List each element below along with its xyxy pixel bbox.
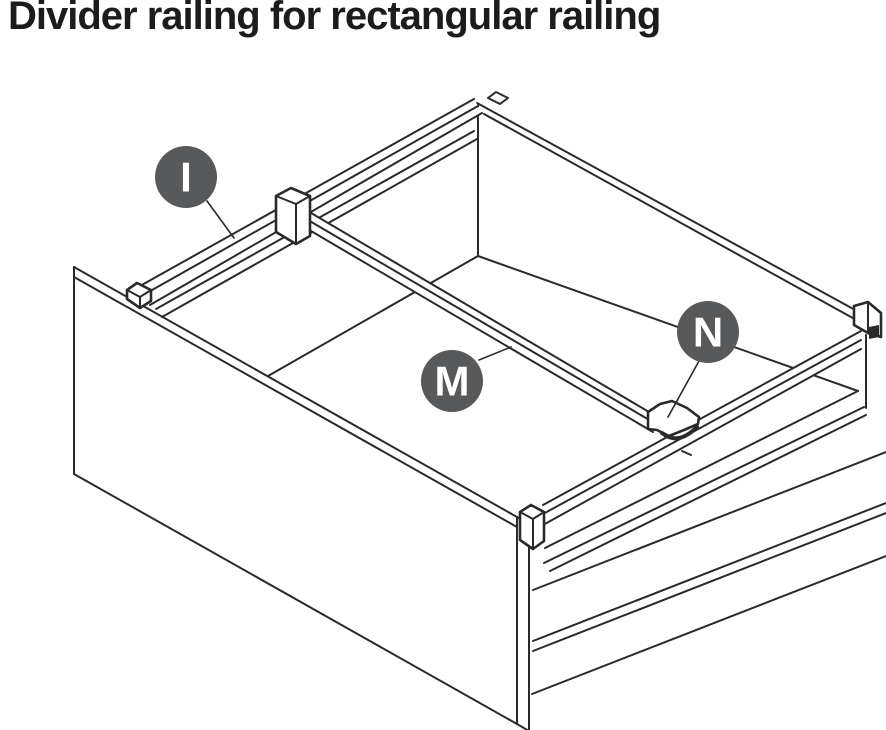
label-badge-N bbox=[677, 301, 739, 363]
drawer-bottom bbox=[267, 255, 859, 549]
divider-rail-connector bbox=[646, 399, 701, 441]
callout-N: N bbox=[667, 301, 739, 418]
back-rail-holder-tab bbox=[487, 91, 509, 105]
labels-layer: I M N bbox=[155, 146, 739, 418]
label-letter-N: N bbox=[693, 309, 723, 356]
divider-rail bbox=[305, 209, 654, 433]
drawer-back-wall bbox=[476, 91, 861, 392]
page-title: Divider railing for rectangular railing bbox=[8, 0, 661, 38]
label-letter-M: M bbox=[435, 358, 470, 405]
back-right-corner bbox=[852, 300, 883, 409]
side-rail-right bbox=[542, 330, 862, 526]
callout-M: M bbox=[421, 346, 512, 412]
callout-I: I bbox=[155, 146, 235, 239]
label-badge-M bbox=[421, 350, 483, 412]
railing-front-holder-right bbox=[518, 503, 546, 551]
label-badge-I bbox=[155, 146, 217, 208]
leader-line-M bbox=[478, 346, 512, 361]
leader-line-N bbox=[667, 360, 700, 418]
leader-line-I bbox=[206, 200, 235, 239]
rail-detail-mark bbox=[681, 450, 692, 456]
divider-rail-cross-connector bbox=[274, 186, 312, 246]
label-letter-I: I bbox=[180, 154, 192, 201]
drawer-front-panel bbox=[73, 266, 530, 730]
back-rail-holder bbox=[869, 325, 879, 339]
drawer-right-side-wall bbox=[531, 406, 886, 695]
railing-front-holder-left bbox=[125, 281, 153, 310]
